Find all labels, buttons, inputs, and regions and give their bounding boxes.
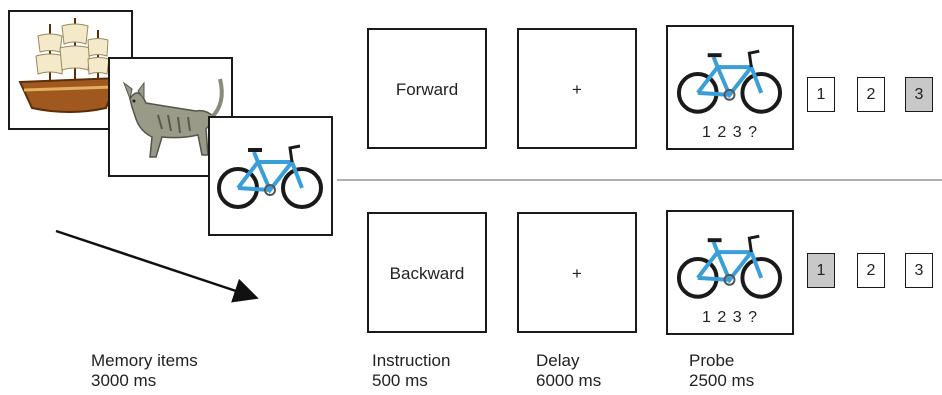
backward-instruction-box: Backward bbox=[367, 212, 487, 333]
forward-instruction-box: Forward bbox=[367, 28, 487, 149]
probe-label-line2: 2500 ms bbox=[689, 371, 755, 390]
backward-response-3: 3 bbox=[905, 253, 933, 288]
bicycle-icon bbox=[217, 144, 323, 209]
delay-label: Delay 6000 ms bbox=[536, 351, 601, 391]
bicycle-icon bbox=[676, 234, 783, 299]
time-arrow bbox=[55, 229, 259, 303]
memory-label-line1: Memory items bbox=[91, 351, 198, 370]
backward-delay-box: + bbox=[517, 212, 637, 333]
divider-line bbox=[337, 179, 942, 181]
backward-instruction-text: Backward bbox=[389, 264, 465, 283]
bicycle-icon bbox=[676, 49, 783, 114]
forward-delay-box: + bbox=[517, 28, 637, 149]
backward-probe-box: 1 2 3 ? bbox=[666, 210, 794, 335]
memory-label: Memory items 3000 ms bbox=[91, 351, 198, 391]
cat-icon bbox=[122, 78, 224, 158]
probe-label-line1: Probe bbox=[689, 351, 735, 370]
forward-fixation-cross: + bbox=[572, 80, 582, 99]
memory-item-bicycle bbox=[208, 116, 333, 236]
forward-response-3-selected: 3 bbox=[905, 77, 933, 112]
memory-item-ship bbox=[8, 10, 133, 130]
forward-probe-numbers: 1 2 3 ? bbox=[702, 124, 758, 141]
ship-icon bbox=[18, 18, 120, 113]
backward-response-1-selected: 1 bbox=[807, 253, 835, 288]
memory-label-line2: 3000 ms bbox=[91, 371, 157, 390]
forward-response-2: 2 bbox=[857, 77, 885, 112]
forward-probe-box: 1 2 3 ? bbox=[666, 25, 794, 150]
instruction-label-line2: 500 ms bbox=[372, 371, 428, 390]
backward-fixation-cross: + bbox=[572, 264, 582, 283]
delay-label-line2: 6000 ms bbox=[536, 371, 602, 390]
backward-probe-numbers: 1 2 3 ? bbox=[702, 309, 758, 326]
forward-response-1: 1 bbox=[807, 77, 835, 112]
backward-response-2: 2 bbox=[857, 253, 885, 288]
forward-instruction-text: Forward bbox=[395, 80, 459, 99]
delay-label-line1: Delay bbox=[536, 351, 580, 370]
probe-label: Probe 2500 ms bbox=[689, 351, 754, 391]
instruction-label-line1: Instruction bbox=[372, 351, 451, 370]
instruction-label: Instruction 500 ms bbox=[372, 351, 450, 391]
